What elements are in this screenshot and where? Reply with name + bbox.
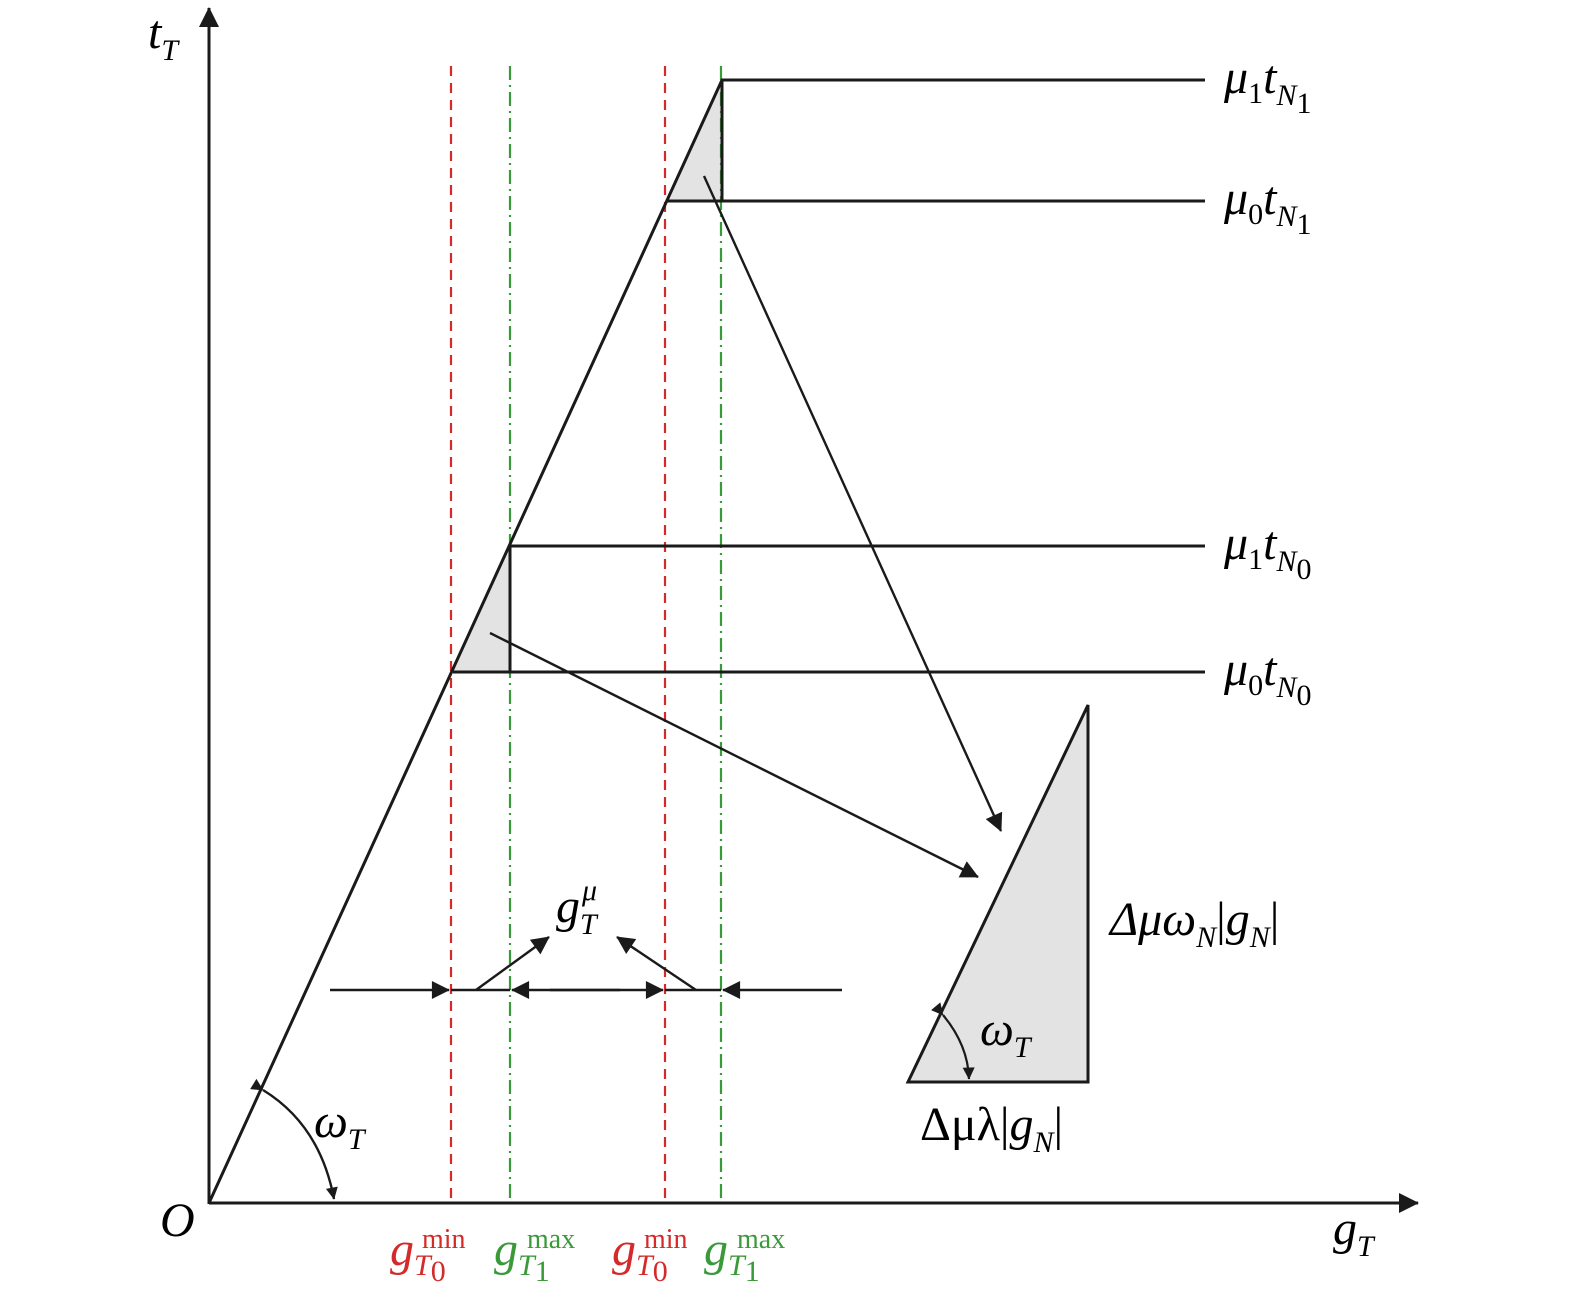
detail-angle-arc: [931, 1002, 975, 1080]
level-label-mu1-tN0: μ1tN0: [1223, 517, 1311, 586]
level-labels: μ1tN1 μ0tN1 μ1tN0 μ0tN0: [1223, 51, 1311, 712]
level-label-mu0-tN1: μ0tN1: [1223, 172, 1311, 241]
triangle-horizontal-label: Δμλ|gN|: [920, 1098, 1063, 1159]
origin-angle-label: ωT: [314, 1095, 367, 1156]
level-label-mu1-tN1: μ1tN1: [1223, 51, 1311, 120]
y-axis-label: tT: [148, 6, 180, 67]
x-axis-label: gT: [1333, 1202, 1376, 1263]
level-label-mu0-tN0: μ0tN0: [1223, 643, 1311, 712]
origin-label: O: [160, 1194, 195, 1247]
triangle-angle-label: ωT: [980, 1003, 1033, 1064]
tick-label-gT1-max-2: gT1max: [704, 1223, 785, 1288]
gap-leader-left: [475, 936, 550, 991]
triangle-vertical-label: ΔμωN|gN|: [1108, 893, 1279, 954]
tick-label-gT0-min-2: gT0min: [612, 1223, 688, 1288]
tick-label-gT1-max-1: gT1max: [494, 1223, 575, 1288]
upper-pointer-arrow: [702, 175, 1003, 832]
gap-label: gTμ: [556, 874, 599, 941]
detail-triangle: [905, 704, 1090, 1084]
tick-label-gT0-min-1: gT0min: [390, 1223, 466, 1288]
origin-angle-arc: [250, 1078, 338, 1200]
lower-pointer-arrow: [489, 631, 979, 879]
gap-leader-right: [616, 936, 697, 991]
